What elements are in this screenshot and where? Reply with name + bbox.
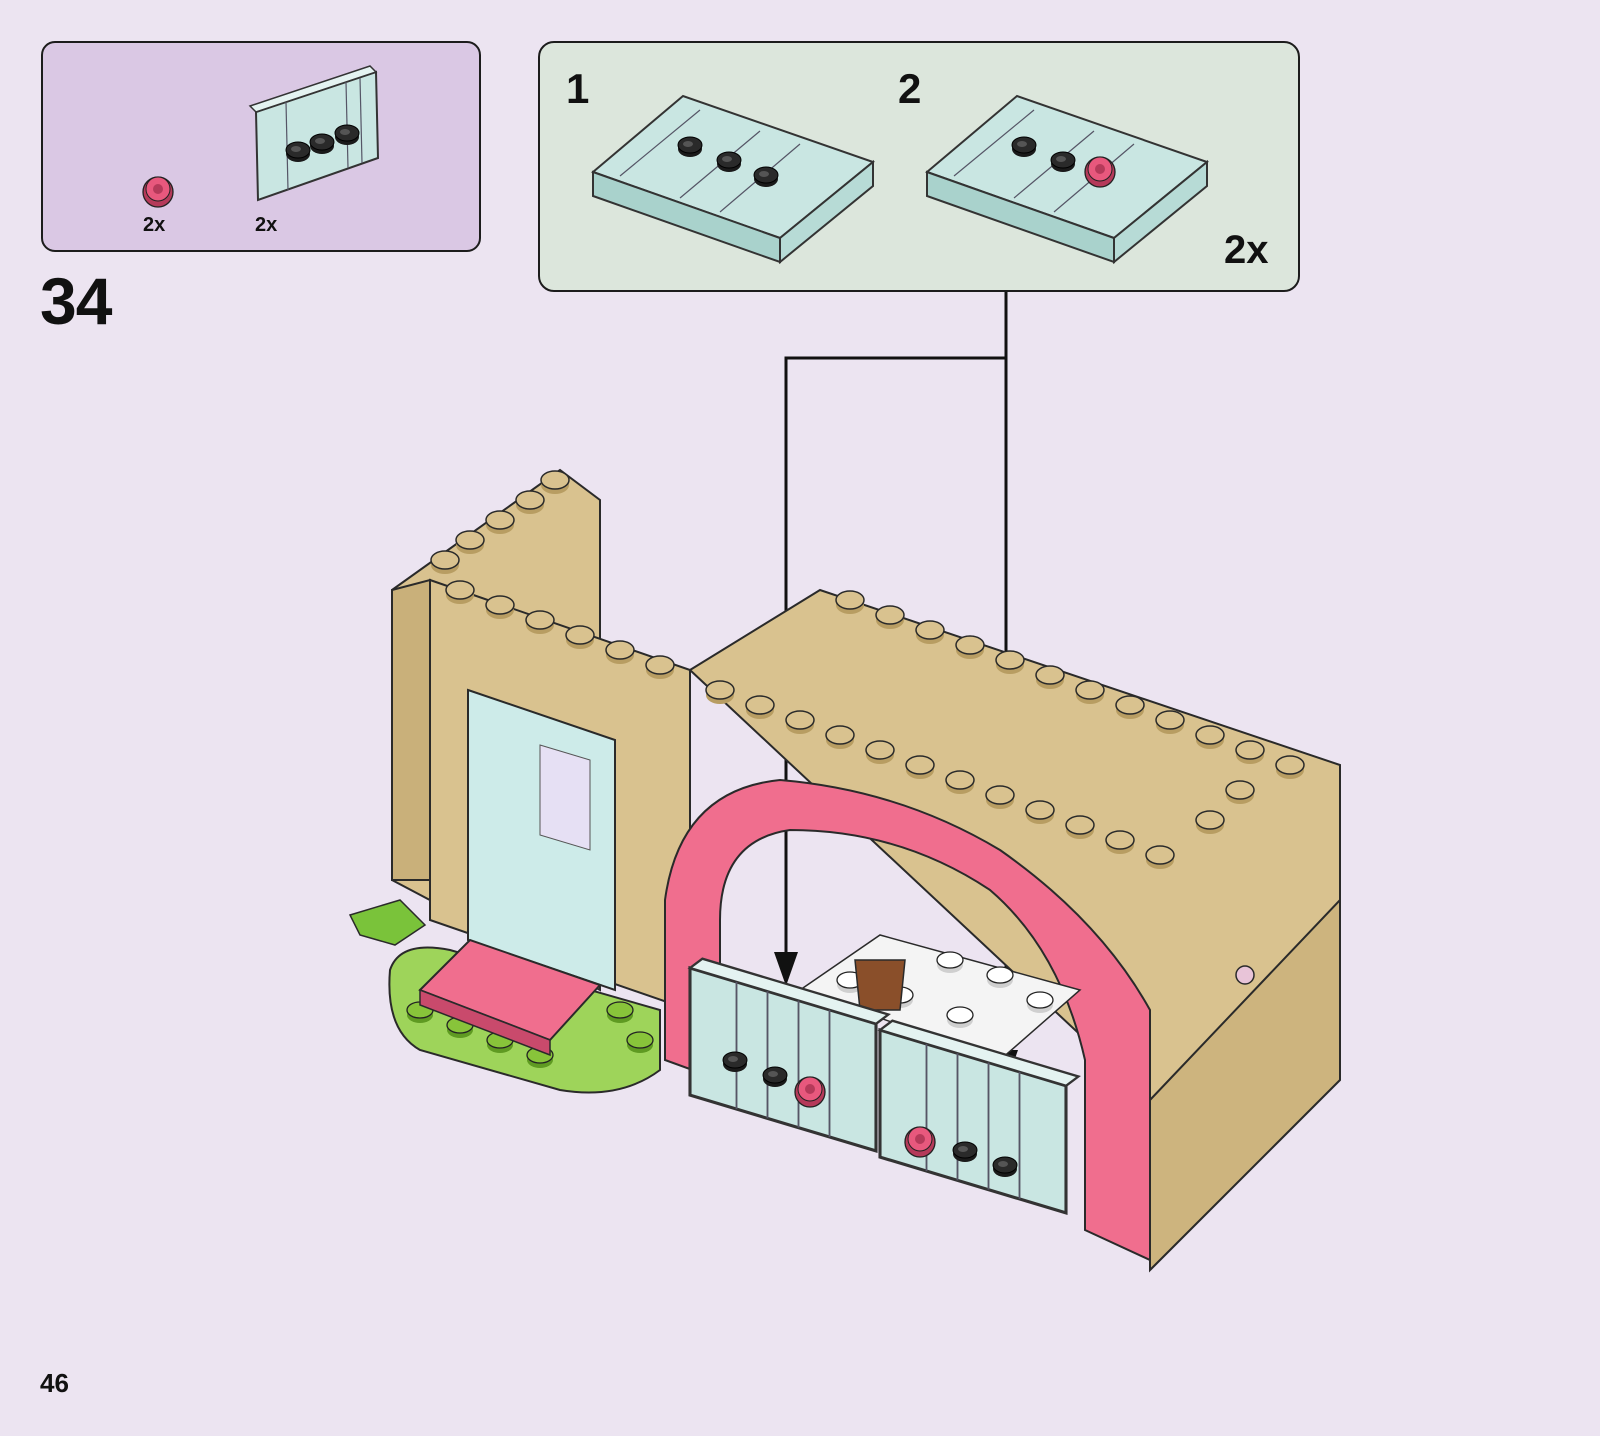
substep-1-gate-icon — [593, 96, 873, 262]
substep-2-gate-icon — [927, 96, 1207, 262]
main-model-illustration — [350, 470, 1340, 1270]
flower-plate-icon — [143, 177, 173, 207]
gate-panel-icon — [250, 66, 378, 200]
